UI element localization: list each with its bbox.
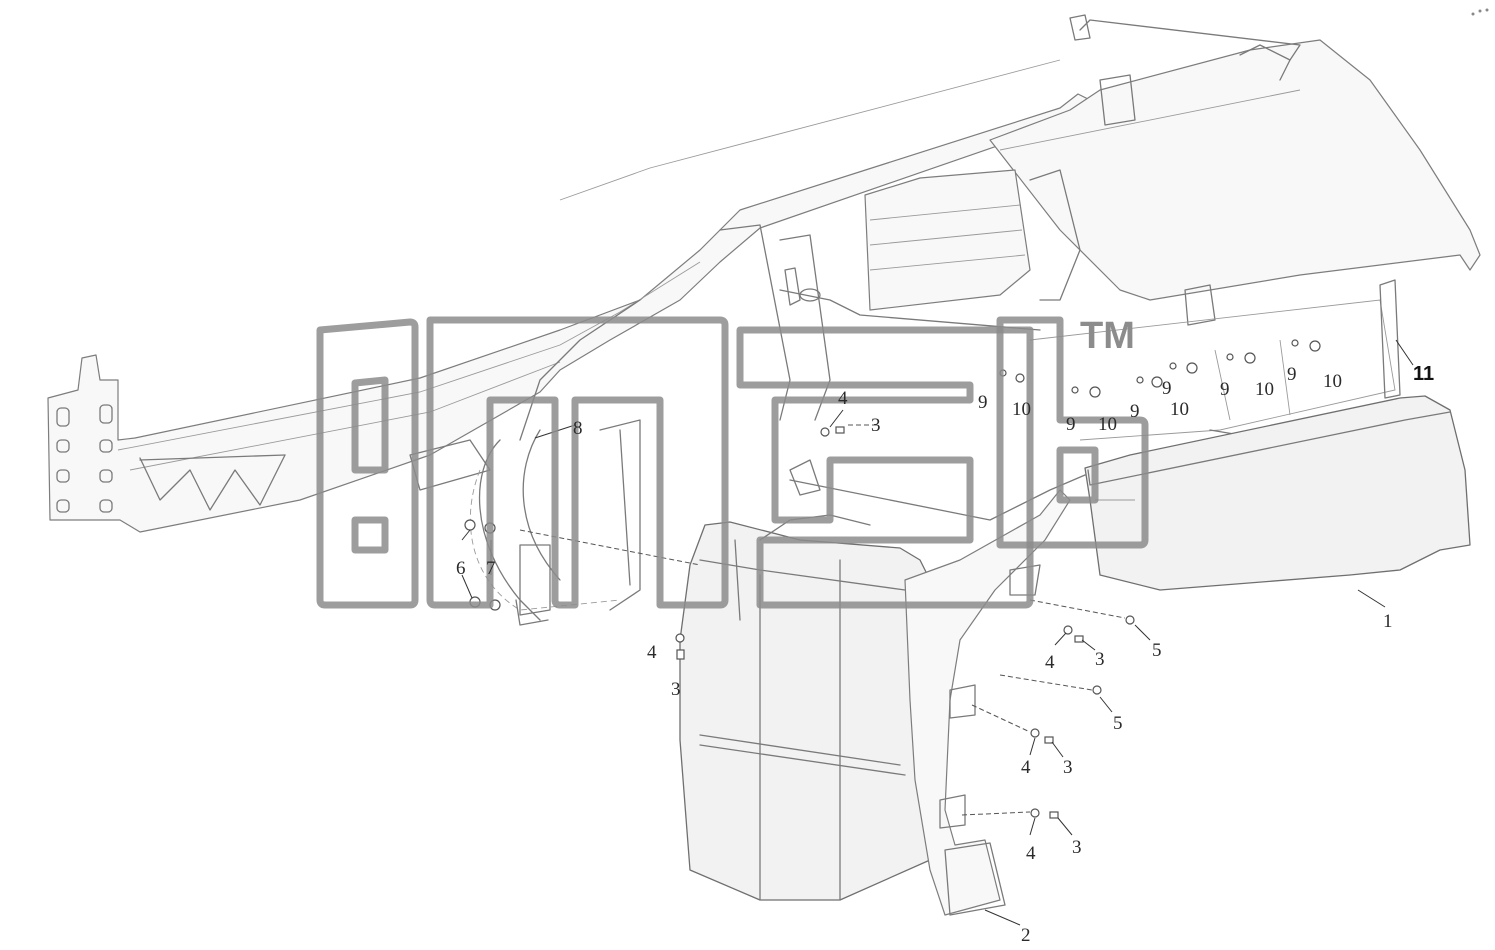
callout-4: 4	[1026, 843, 1036, 864]
callout-9: 9	[978, 392, 988, 413]
callout-5: 5	[1113, 713, 1123, 734]
bolt-3-a	[835, 426, 845, 434]
corner-mark	[1471, 8, 1489, 16]
callout-4: 4	[1045, 652, 1055, 673]
callout-9: 9	[1162, 378, 1172, 399]
washer-4-a	[820, 427, 830, 437]
screw-5-a	[1125, 615, 1135, 625]
callout-7: 7	[486, 558, 496, 579]
callout-3: 3	[1063, 757, 1073, 778]
watermark-tm: TM	[1080, 315, 1135, 357]
callout-4: 4	[838, 388, 848, 409]
callout-9: 9	[1130, 401, 1140, 422]
callout-5: 5	[1152, 640, 1162, 661]
part-1-side-panel	[1084, 395, 1471, 591]
callout-3: 3	[1072, 837, 1082, 858]
callout-2: 2	[1021, 925, 1031, 946]
watermark-logo: TM	[316, 315, 1149, 609]
part-2-front-cover	[679, 459, 1086, 916]
chassis-frame-rail	[47, 59, 1091, 533]
callout-labels: 1 2 3 3 3 3 3 4 4 4 4 4 5 5 6 7 8 9 9 9 …	[456, 363, 1434, 946]
callout-4: 4	[1021, 757, 1031, 778]
callout-9: 9	[1066, 414, 1076, 435]
screw-5-b	[1092, 685, 1102, 695]
washer-4-c	[1063, 625, 1073, 635]
callout-10: 10	[1012, 399, 1031, 420]
callout-1: 1	[1383, 611, 1393, 632]
callout-10: 10	[1323, 371, 1342, 392]
washer-4-b	[675, 633, 685, 643]
bolt-3-e	[1049, 811, 1059, 819]
callout-10: 10	[1255, 379, 1274, 400]
callout-6: 6	[456, 558, 466, 579]
fastener-group	[464, 339, 1321, 819]
callout-10: 10	[1098, 414, 1117, 435]
callout-9: 9	[1287, 364, 1297, 385]
washer-4-d	[1030, 728, 1040, 738]
nut-6-upper	[464, 519, 476, 531]
bolt-3-b	[676, 649, 685, 660]
callout-4: 4	[647, 642, 657, 663]
callout-11: 11	[1413, 363, 1434, 385]
callout-10: 10	[1170, 399, 1189, 420]
callout-3: 3	[871, 415, 881, 436]
bolt-3-c	[1074, 635, 1084, 643]
bolt-3-d	[1044, 736, 1054, 744]
seat-back-box	[779, 169, 1081, 331]
callout-3: 3	[671, 679, 681, 700]
callout-8: 8	[573, 418, 583, 439]
roof-canopy	[989, 14, 1481, 326]
washer-4-e	[1030, 808, 1040, 818]
callout-3: 3	[1095, 649, 1105, 670]
callout-9: 9	[1220, 379, 1230, 400]
